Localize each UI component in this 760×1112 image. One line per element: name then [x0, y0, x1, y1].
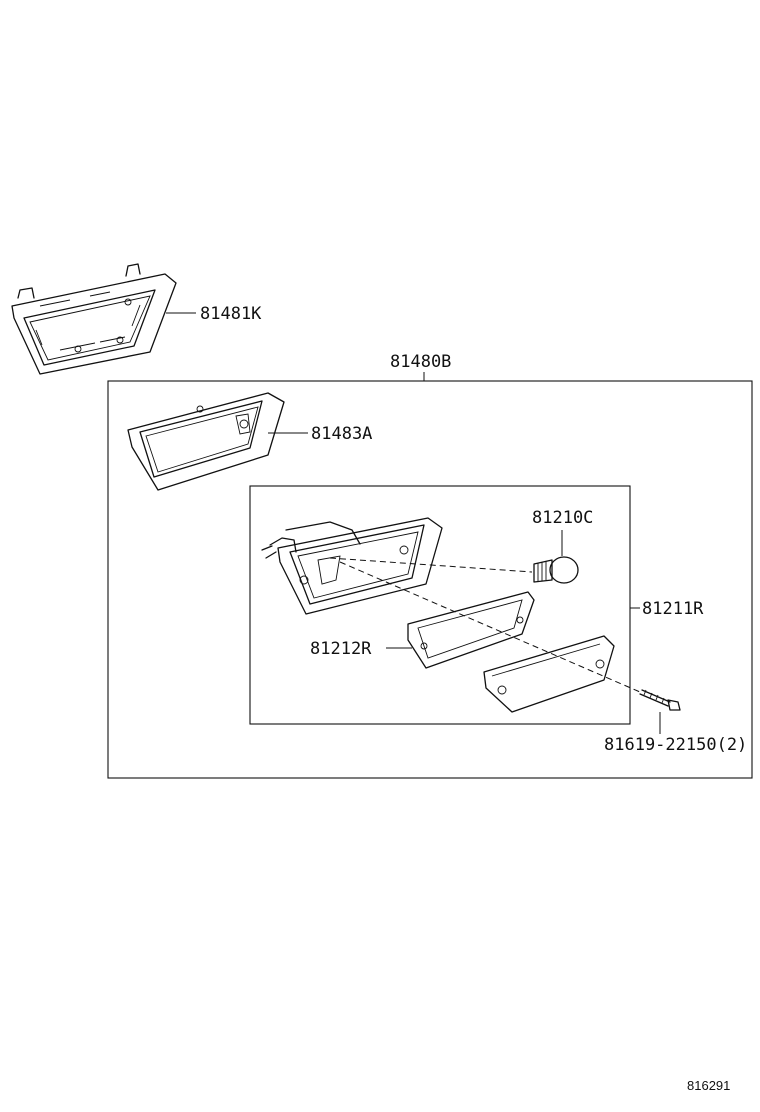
- label-81212r: 81212R: [310, 639, 372, 659]
- assembly-box-81480b: [107, 380, 753, 779]
- label-81211r: 81211R: [642, 599, 704, 619]
- label-81480b: 81480B: [390, 352, 451, 372]
- bulb-81210c[interactable]: [533, 556, 579, 584]
- label-81481k: 81481K: [200, 304, 262, 324]
- label-81483a: 81483A: [311, 424, 372, 444]
- assembly-box-81211r: [249, 485, 631, 725]
- bracket-81481k[interactable]: [11, 263, 177, 375]
- label-81619: 81619-22150(2): [604, 735, 747, 755]
- lens[interactable]: [483, 635, 615, 713]
- label-81210c: 81210C: [532, 508, 593, 528]
- screw-81619[interactable]: [639, 689, 681, 711]
- lamp-housing[interactable]: [261, 517, 443, 615]
- gasket-81212r[interactable]: [407, 591, 535, 669]
- figure-reference: 816291: [687, 1078, 730, 1093]
- alignment-line-screw: [339, 561, 641, 693]
- bezel-81483a[interactable]: [127, 392, 285, 491]
- alignment-line-bulb: [329, 557, 533, 573]
